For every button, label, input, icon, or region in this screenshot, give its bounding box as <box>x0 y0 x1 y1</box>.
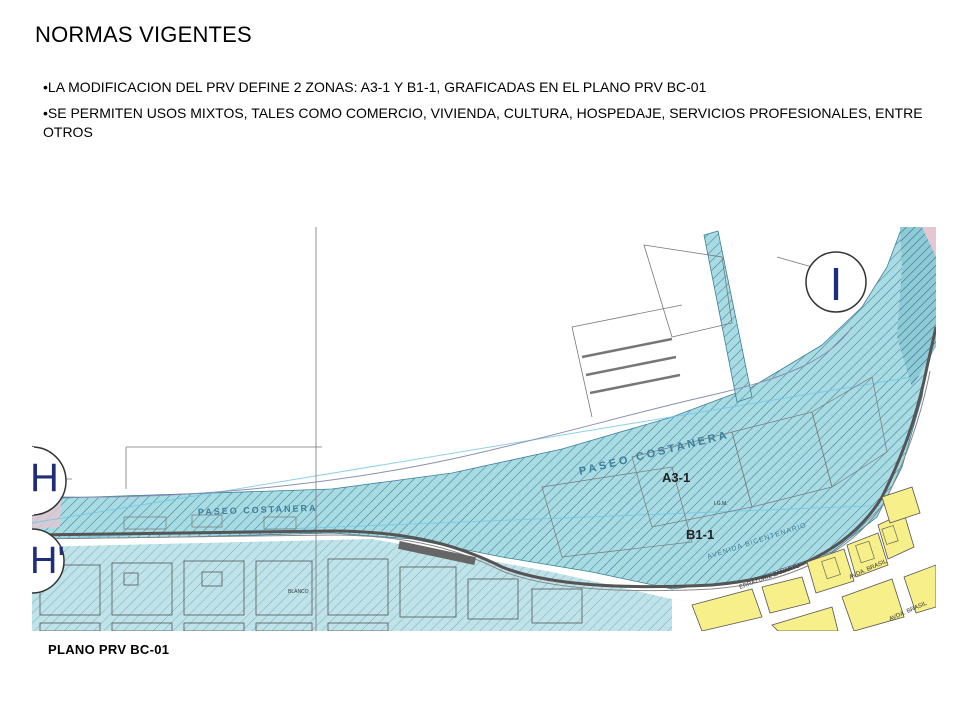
section-marker-h-label: H <box>32 456 59 500</box>
map-caption: PLANO PRV BC-01 <box>48 642 170 657</box>
zone-label-a3-1: A3-1 <box>662 470 690 485</box>
street-label-igm: I.G.M. <box>714 501 728 507</box>
section-marker-i: I <box>805 251 867 313</box>
pink-zone-ne <box>922 227 936 257</box>
pier <box>703 230 753 403</box>
bullet-list: LA MODIFICACION DEL PRV DEFINE 2 ZONAS: … <box>43 78 923 149</box>
zone-label-b1-1: B1-1 <box>686 527 714 542</box>
shoreline <box>61 326 853 498</box>
zoning-map: PASEO COSTANERA PASEO COSTANERA AVENIDA … <box>32 227 936 631</box>
street-label-paseo-costanera-west: PASEO COSTANERA <box>198 503 318 517</box>
section-marker-h-prime-label: H' <box>32 540 65 582</box>
section-marker-i-label: I <box>830 258 843 310</box>
railway <box>32 326 936 589</box>
city-blocks-area <box>32 539 752 631</box>
bullet-text: LA MODIFICACION DEL PRV DEFINE 2 ZONAS: … <box>47 79 707 95</box>
page-title: NORMAS VIGENTES <box>35 22 252 47</box>
city-blocks <box>39 558 583 631</box>
bullet-item: SE PERMITEN USOS MIXTOS, TALES COMO COME… <box>43 104 923 142</box>
section-marker-h-prime: H' <box>32 528 65 594</box>
bullet-item: LA MODIFICACION DEL PRV DEFINE 2 ZONAS: … <box>43 78 923 97</box>
bullet-text: SE PERMITEN USOS MIXTOS, TALES COMO COME… <box>43 105 923 140</box>
sea-east <box>897 227 936 387</box>
section-marker-h: H <box>32 446 67 516</box>
yellow-blocks <box>691 486 936 631</box>
street-label-blanco: BLANCO <box>288 589 309 595</box>
